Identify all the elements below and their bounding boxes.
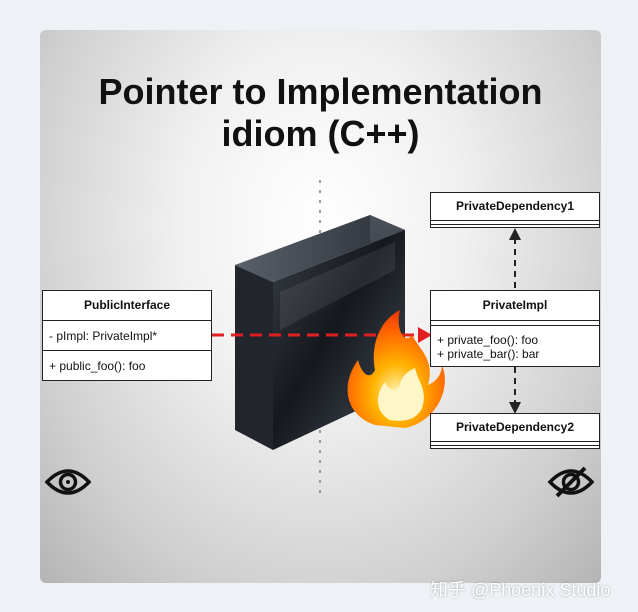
private-impl-name: PrivateImpl (431, 291, 599, 321)
dependency-arrow-up (509, 228, 521, 288)
title-line-1: Pointer to Implementation (98, 71, 543, 112)
private-impl-methods: + private_foo(): foo + private_bar(): ba… (431, 321, 599, 361)
diagram-graphics (44, 180, 595, 500)
watermark: 知乎 @Phoenix Studio (430, 580, 611, 600)
public-interface-methods: + public_foo(): foo (43, 351, 211, 381)
private-dependency-2-class: PrivateDependency2 (430, 413, 600, 449)
private-impl-method: + private_bar(): bar (437, 347, 540, 361)
dependency-arrow-down (509, 367, 521, 414)
public-interface-method: + public_foo(): foo (49, 359, 146, 373)
private-impl-method: + private_foo(): foo (437, 333, 539, 347)
public-interface-attributes: - pImpl: PrivateImpl* (43, 321, 211, 351)
fire-icon (347, 310, 445, 428)
public-interface-attribute: - pImpl: PrivateImpl* (49, 329, 158, 343)
title-line-2: idiom (C++) (221, 113, 420, 154)
eye-slash-icon (547, 466, 595, 498)
private-dependency-1-name: PrivateDependency1 (431, 193, 599, 221)
private-dependency-2-name: PrivateDependency2 (431, 414, 599, 442)
diagram-card: Pointer to Implementation idiom (C++) (40, 30, 601, 583)
private-impl-class: PrivateImpl + private_foo(): foo + priva… (430, 290, 600, 367)
eye-icon (44, 469, 92, 495)
public-interface-name: PublicInterface (43, 291, 211, 321)
public-interface-class: PublicInterface - pImpl: PrivateImpl* + … (42, 290, 212, 381)
private-dependency-1-class: PrivateDependency1 (430, 192, 600, 228)
